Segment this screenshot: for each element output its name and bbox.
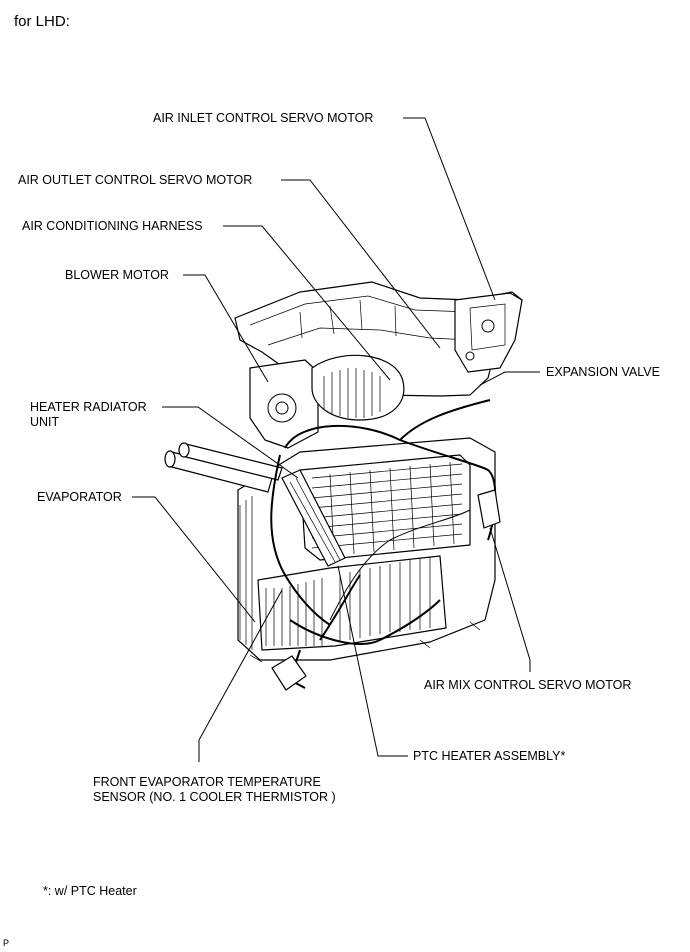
leader-ptc-heater (337, 565, 408, 757)
label-ptc-heater-assembly: PTC HEATER ASSEMBLY* (413, 749, 566, 763)
leader-air-mix (489, 527, 531, 672)
leader-heater-radiator (162, 406, 299, 479)
label-air-outlet-control-servo-motor: AIR OUTLET CONTROL SERVO MOTOR (18, 173, 253, 187)
leader-evaporator (132, 496, 256, 623)
label-evaporator: EVAPORATOR (37, 490, 122, 504)
leader-ac-harness (223, 225, 391, 381)
leader-front-evap-sensor (198, 589, 283, 762)
label-blower-motor: BLOWER MOTOR (65, 268, 169, 282)
label-air-mix-control-servo-motor: AIR MIX CONTROL SERVO MOTOR (424, 678, 632, 692)
leader-air-outlet (281, 179, 441, 349)
label-front-evaporator-temperature-sensor: FRONT EVAPORATOR TEMPERATURE SENSOR (NO.… (93, 775, 336, 804)
hvac-unit-illustration (164, 281, 523, 691)
label-air-inlet-control-servo-motor: AIR INLET CONTROL SERVO MOTOR (153, 111, 374, 125)
label-expansion-valve: EXPANSION VALVE (546, 365, 660, 379)
page-heading: for LHD: (14, 13, 70, 30)
leader-expansion-valve (479, 371, 540, 386)
leader-blower (183, 274, 269, 383)
label-air-conditioning-harness: AIR CONDITIONING HARNESS (22, 219, 203, 233)
footnote: *: w/ PTC Heater (43, 884, 137, 898)
leader-air-inlet (403, 117, 496, 301)
leader-lines (132, 117, 540, 762)
corner-mark: P (3, 938, 10, 948)
label-heater-radiator-unit: HEATER RADIATOR UNIT (30, 400, 147, 429)
